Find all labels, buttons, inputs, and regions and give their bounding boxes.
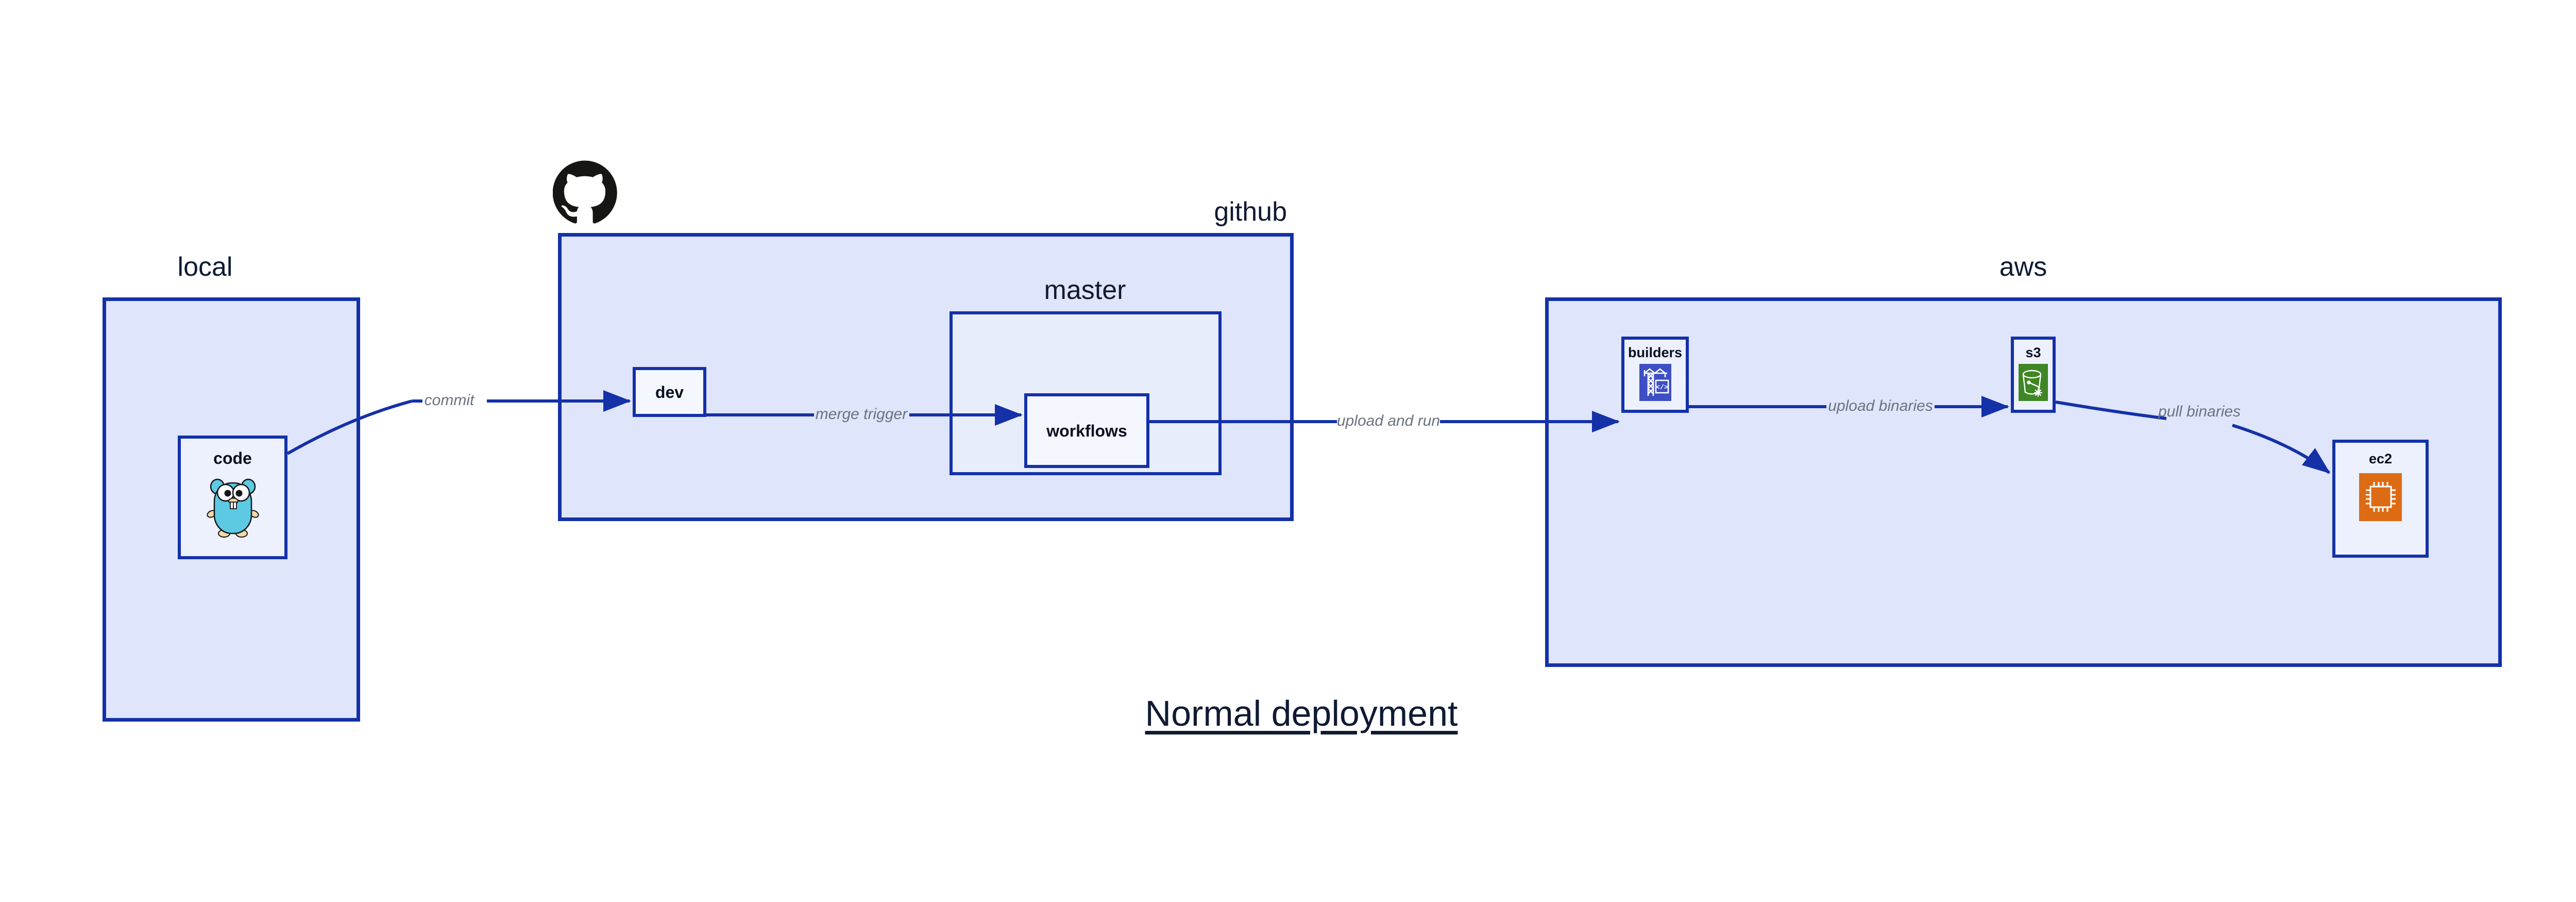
group-label-local: local [177,252,233,282]
aws-codebuild-icon: </> [1639,360,1671,404]
node-dev[interactable]: dev [633,367,706,417]
edge-label-upload-binaries: upload binaries [1828,397,1933,414]
diagram-title: Normal deployment [1145,693,1458,733]
node-workflows[interactable]: workflows [1024,393,1149,468]
github-octocat-icon [552,160,617,224]
go-gopher-icon [205,466,261,540]
edge-label-pull-binaries: pull binaries [2158,403,2241,420]
node-label-ec2: ec2 [2368,451,2393,466]
group-label-github: github [1214,197,1287,227]
group-label-master: master [1044,275,1126,305]
aws-s3-bucket-icon [2019,360,2048,404]
edge-label-merge-trigger: merge trigger [815,406,908,423]
edge-label-commit: commit [424,392,474,409]
node-code[interactable]: code [178,436,287,559]
node-label-workflows: workflows [1046,421,1127,440]
node-ec2[interactable]: ec2 [2332,440,2429,558]
node-s3[interactable]: s3 [2011,337,2056,413]
edge-label-upload-and-run: upload and run [1336,412,1440,429]
node-label-code: code [213,449,252,467]
node-builders[interactable]: builders </> [1621,337,1689,413]
node-label-s3: s3 [2025,345,2041,360]
svg-text:</>: </> [1656,383,1668,391]
node-label-builders: builders [1628,345,1683,360]
aws-ec2-chip-icon [2359,466,2402,524]
node-label-dev: dev [655,382,684,402]
group-label-aws: aws [1999,252,2047,282]
